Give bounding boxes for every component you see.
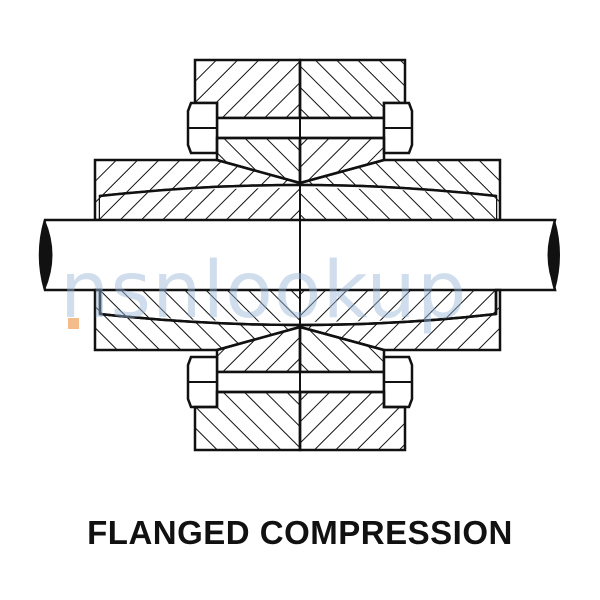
bottom-body xyxy=(215,325,386,374)
lower-compression-sleeve xyxy=(93,288,502,352)
tube-body xyxy=(38,218,557,292)
bottom-flange xyxy=(193,390,407,452)
bottom-bolt xyxy=(215,370,386,394)
tube-right-end xyxy=(547,220,560,290)
bottom-flange-right xyxy=(298,390,407,452)
watermark-accent-dot xyxy=(68,318,79,329)
bottom-left-nut xyxy=(186,355,219,409)
top-left-nut xyxy=(186,101,219,155)
bottom-right-nut xyxy=(382,355,414,409)
tube-left-end xyxy=(40,220,53,290)
tube xyxy=(38,60,560,450)
diagram-caption: FLANGED COMPRESSION xyxy=(87,514,513,551)
top-right-nut xyxy=(382,101,414,155)
upper-compression-sleeve xyxy=(93,158,502,222)
top-body xyxy=(215,136,386,185)
